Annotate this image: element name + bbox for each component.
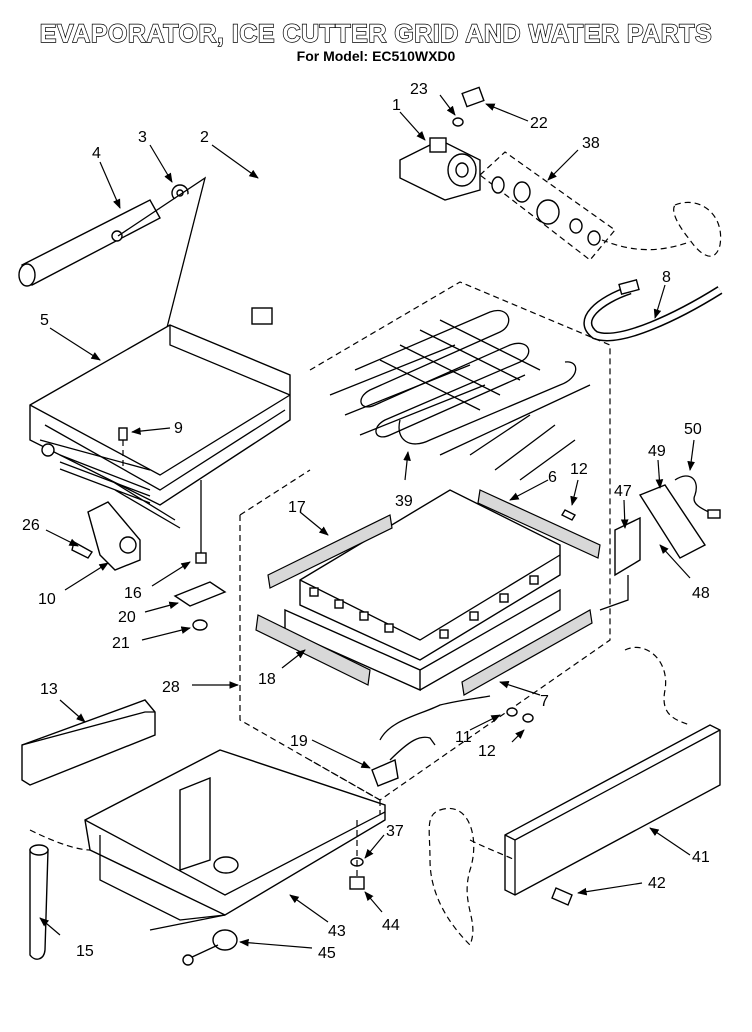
callout-26: 26 <box>22 517 40 534</box>
callout-44: 44 <box>382 917 400 934</box>
callout-21: 21 <box>112 635 130 652</box>
callout-18: 18 <box>258 671 276 688</box>
callout-5: 5 <box>40 312 49 329</box>
part-50-wire-harness <box>674 475 721 519</box>
part-22-cap <box>461 86 485 108</box>
part-19-wire-harness <box>371 695 491 787</box>
callout-48: 48 <box>692 585 710 602</box>
callout-4: 4 <box>92 145 101 162</box>
part-20-clamp <box>173 581 227 607</box>
callout-3: 3 <box>138 129 147 146</box>
part-12-screw-upper <box>561 509 576 521</box>
leader-lines <box>39 94 695 949</box>
callout-47: 47 <box>614 483 632 500</box>
part-45-drain-plug <box>182 929 238 966</box>
part-21-nut <box>192 619 208 631</box>
part-6-heater-strip <box>477 489 601 559</box>
part-11-washer <box>506 707 518 717</box>
callout-38: 38 <box>582 135 600 152</box>
callout-41: 41 <box>692 849 710 866</box>
part-12-screw-lower <box>522 713 534 723</box>
callout-39: 39 <box>395 493 413 510</box>
callout-49: 49 <box>648 443 666 460</box>
part-8-inlet-tube <box>583 278 723 342</box>
callout-16: 16 <box>124 585 142 602</box>
part-7-side-strip <box>461 609 593 696</box>
part-44-fitting <box>349 876 365 890</box>
callout-11: 11 <box>455 729 472 746</box>
callout-50: 50 <box>684 421 702 438</box>
part-28-cutter-grid-assembly <box>239 469 561 801</box>
part-10-thermostat-bracket <box>87 501 141 571</box>
callout-23: 23 <box>410 81 428 98</box>
part-5-evaporator-cover <box>29 324 291 529</box>
part-42-screw <box>551 887 573 906</box>
callout-19: 19 <box>290 733 308 750</box>
part-9-screw <box>118 427 128 470</box>
callout-12-lower: 12 <box>478 743 496 760</box>
callout-2: 2 <box>200 129 209 146</box>
part-1-water-valve <box>399 137 481 201</box>
callout-20: 20 <box>118 609 136 626</box>
callout-7: 7 <box>540 693 549 710</box>
part-16-nut <box>195 552 207 564</box>
callout-10: 10 <box>38 591 56 608</box>
part-38-fitting-kit <box>479 151 722 261</box>
part-13-bin-rail <box>21 699 156 786</box>
part-17-heater-strip <box>267 514 393 589</box>
callout-1: 1 <box>392 97 401 114</box>
callout-37: 37 <box>386 823 404 840</box>
callout-13: 13 <box>40 681 58 698</box>
part-41-front-panel <box>504 724 721 896</box>
part-23-washer <box>452 117 464 127</box>
callout-43: 43 <box>328 923 346 940</box>
callout-labels: 1 2 3 4 5 6 7 8 9 10 11 12 12 13 15 16 1… <box>22 81 710 962</box>
callout-17: 17 <box>288 499 306 516</box>
callout-45: 45 <box>318 945 336 962</box>
part-4-fill-tube <box>18 199 161 287</box>
part-2-water-hose <box>158 166 332 325</box>
callout-22: 22 <box>530 115 548 132</box>
callout-8: 8 <box>662 269 671 286</box>
callout-12-upper: 12 <box>570 461 588 478</box>
diagram-title: EVAPORATOR, ICE CUTTER GRID AND WATER PA… <box>39 19 713 48</box>
diagram-subtitle: For Model: EC510WXD0 <box>296 48 456 64</box>
part-47-bracket <box>614 516 641 577</box>
part-15-drain-hose <box>29 844 49 960</box>
callout-15: 15 <box>76 943 94 960</box>
callout-42: 42 <box>648 875 666 892</box>
part-18-side-strip <box>255 614 371 686</box>
callout-9: 9 <box>174 420 183 437</box>
callout-6: 6 <box>548 469 557 486</box>
callout-28: 28 <box>162 679 180 696</box>
